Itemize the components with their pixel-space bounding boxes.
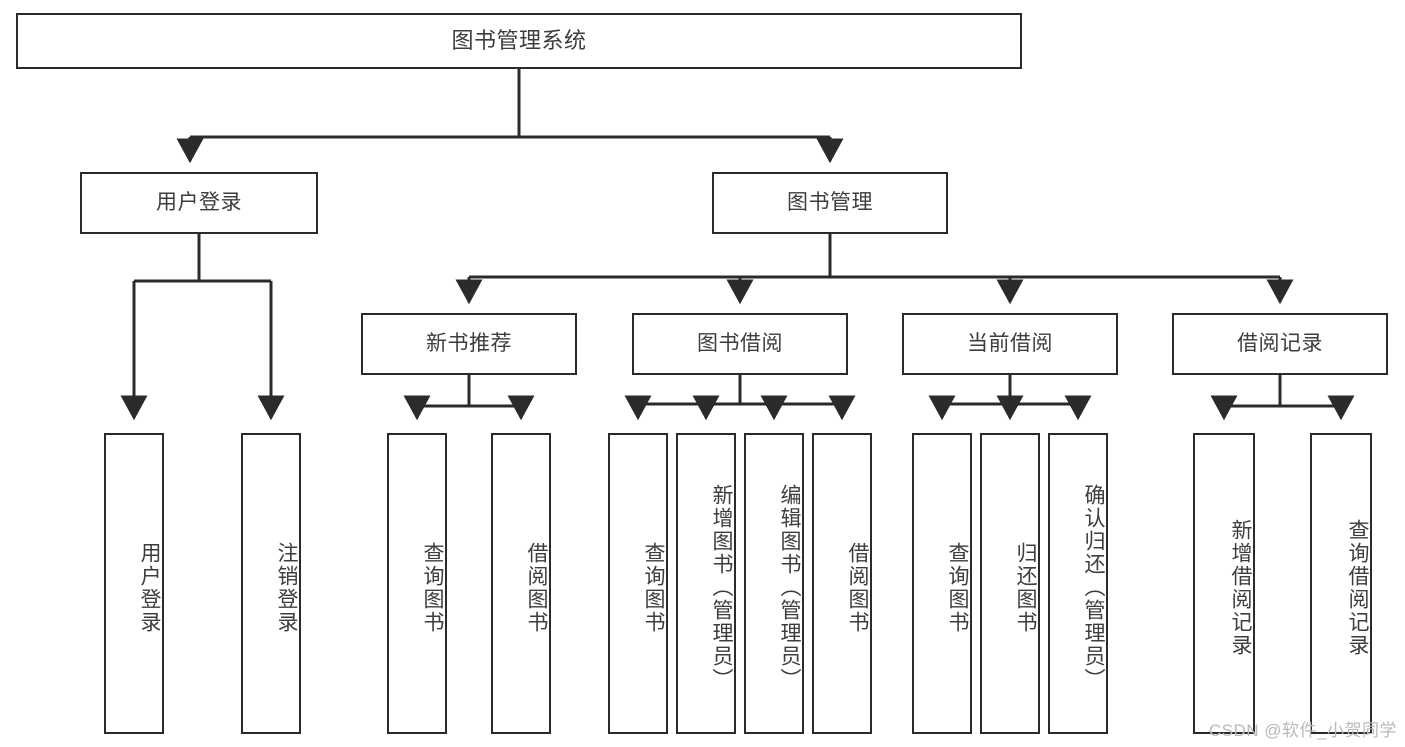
- leaf-borrow-book-recommend[interactable]: 借阅图书: [491, 433, 551, 734]
- node-root-system[interactable]: 图书管理系统: [16, 13, 1022, 69]
- node-user-login[interactable]: 用户登录: [80, 172, 318, 234]
- leaf-query-book-borrow[interactable]: 查询图书: [608, 433, 668, 734]
- leaf-user-login[interactable]: 用户登录: [104, 433, 164, 734]
- leaf-add-borrow-record[interactable]: 新增借阅记录: [1193, 433, 1255, 734]
- leaf-label: 注销登录: [275, 541, 298, 634]
- leaf-label: 借阅图书: [846, 541, 869, 634]
- node-borrow-record[interactable]: 借阅记录: [1172, 313, 1388, 375]
- leaf-query-book-recommend[interactable]: 查询图书: [387, 433, 447, 734]
- watermark-text: CSDN @软件_小贺同学: [1208, 721, 1397, 740]
- leaf-label: 新增借阅记录: [1229, 518, 1252, 657]
- leaf-confirm-return[interactable]: 确认归还（管理员）: [1048, 433, 1108, 734]
- node-book-borrow[interactable]: 图书借阅: [632, 313, 848, 375]
- node-book-management[interactable]: 图书管理: [712, 172, 948, 234]
- leaf-query-book-current[interactable]: 查询图书: [912, 433, 972, 734]
- leaf-label: 确认归还（管理员）: [1082, 484, 1105, 691]
- leaf-label: 借阅图书: [525, 541, 548, 634]
- leaf-label: 归还图书: [1014, 541, 1037, 634]
- leaf-label: 查询图书: [946, 541, 969, 634]
- leaf-label: 查询图书: [642, 541, 665, 634]
- leaf-query-borrow-record[interactable]: 查询借阅记录: [1310, 433, 1372, 734]
- leaf-label: 编辑图书（管理员）: [778, 484, 801, 691]
- leaf-label: 新增图书（管理员）: [710, 484, 733, 691]
- node-current-borrow[interactable]: 当前借阅: [902, 313, 1118, 375]
- leaf-label: 用户登录: [138, 541, 161, 634]
- leaf-add-book[interactable]: 新增图书（管理员）: [676, 433, 736, 734]
- leaf-edit-book[interactable]: 编辑图书（管理员）: [744, 433, 804, 734]
- leaf-borrow-book[interactable]: 借阅图书: [812, 433, 872, 734]
- leaf-return-book[interactable]: 归还图书: [980, 433, 1040, 734]
- leaf-label: 查询借阅记录: [1346, 518, 1369, 657]
- leaf-label: 查询图书: [421, 541, 444, 634]
- leaf-logout-login[interactable]: 注销登录: [241, 433, 301, 734]
- node-new-book-recommend[interactable]: 新书推荐: [361, 313, 577, 375]
